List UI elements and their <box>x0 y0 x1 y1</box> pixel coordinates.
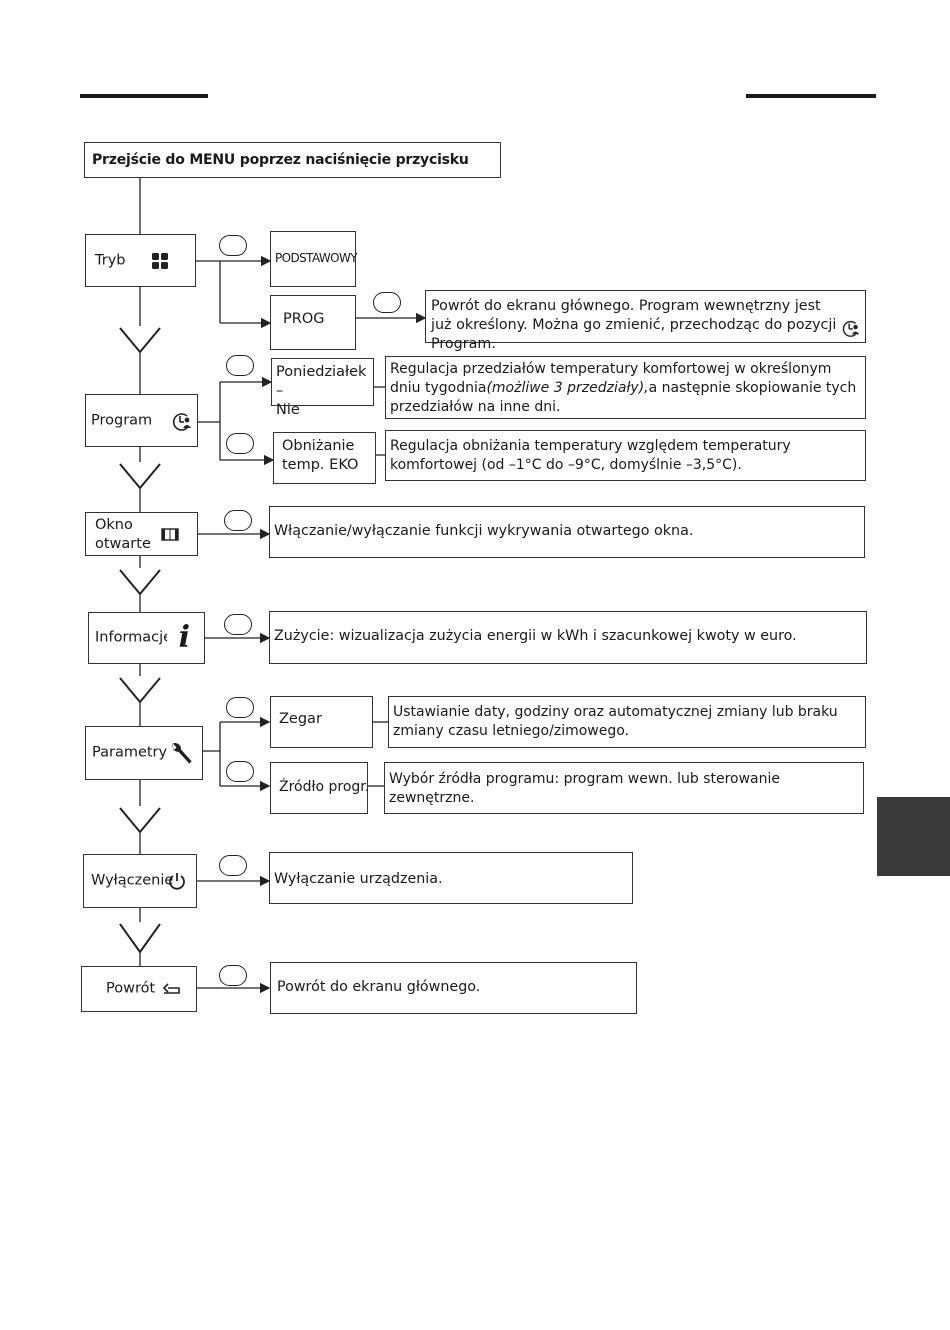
clock-person-icon <box>172 412 191 431</box>
menu-item-tryb: Tryb <box>85 234 196 287</box>
menu-item-okno: Okno otwarte <box>85 512 198 556</box>
option-zegar: Zegar <box>270 696 373 748</box>
desc-poniedzialek: Regulacja przedziałów temperatury komfor… <box>385 356 866 419</box>
desc-obnizanie: Regulacja obniżania temperatury względem… <box>385 430 866 481</box>
desc-zegar-text: Ustawianie daty, godziny oraz automatycz… <box>393 704 838 739</box>
desc-prog-text: Powrót do ekranu głównego. Program wewnę… <box>431 298 837 352</box>
menu-item-parametry: Parametry <box>85 726 203 780</box>
menu-item-informacje: Informacje i <box>88 612 205 664</box>
desc-powrot: Powrót do ekranu głównego. <box>270 962 637 1014</box>
desc-wylaczenie-text: Wyłączanie urządzenia. <box>274 871 443 887</box>
power-icon <box>169 873 185 890</box>
desc-powrot-text: Powrót do ekranu głównego. <box>277 979 481 995</box>
desc-poniedzialek-a: Regulacja przedziałów temperatury komfor… <box>390 361 832 396</box>
option-label-zegar: Zegar <box>279 711 322 727</box>
desc-wylaczenie: Wyłączanie urządzenia. <box>269 852 633 904</box>
menu-label-parametry: Parametry <box>92 744 168 761</box>
menu-entry-text: Przejście do MENU poprzez naciśnięcie pr… <box>92 152 469 168</box>
button-oval-icon <box>219 965 247 986</box>
desc-informacje: Zużycie: wizualizacja zużycia energii w … <box>269 611 867 664</box>
desc-poniedzialek-b: (możliwe 3 przedziały), <box>486 380 649 396</box>
menu-label-informacje: Informacje <box>95 629 167 646</box>
desc-zegar: Ustawianie daty, godziny oraz automatycz… <box>388 696 866 748</box>
option-label-poniedzialek-2: Nie <box>276 402 300 418</box>
four-squares-icon <box>152 252 168 269</box>
button-oval-icon <box>373 292 401 313</box>
option-zrodlo: Źródło progr. <box>270 762 370 814</box>
clock-person-icon <box>842 320 860 337</box>
menu-item-wylaczenie: Wyłączenie <box>83 854 197 908</box>
desc-zrodlo: Wybór źródła programu: program wewn. lub… <box>384 762 864 814</box>
info-icon: i <box>178 620 190 655</box>
option-label-podstawowy: PODSTAWOWY <box>275 251 358 265</box>
menu-label-tryb: Tryb <box>95 252 126 268</box>
menu-label-wylaczenie: Wyłączenie <box>91 872 174 889</box>
menu-label-powrot: Powrót <box>106 980 156 997</box>
option-label-obnizanie-2: temp. EKO <box>282 457 359 473</box>
desc-okno-text: Włączanie/wyłączanie funkcji wykrywania … <box>274 523 694 539</box>
option-label-obnizanie-1: Obniżanie <box>282 438 355 454</box>
desc-okno: Włączanie/wyłączanie funkcji wykrywania … <box>269 506 865 558</box>
option-obnizanie: Obniżanie temp. EKO <box>273 432 376 484</box>
button-oval-icon <box>224 614 252 635</box>
menu-label-okno-line2: otwarte <box>95 536 151 552</box>
desc-poniedzialek-c: a następnie skopiowanie tych przedziałów… <box>390 380 857 415</box>
header-rule-left <box>80 94 208 98</box>
menu-item-program: Program <box>85 394 198 447</box>
button-oval-icon <box>226 697 254 718</box>
menu-item-powrot: Powrót <box>81 966 197 1012</box>
option-prog: PROG <box>270 295 356 350</box>
option-poniedzialek: Poniedziałek – Nie <box>271 358 374 418</box>
button-oval-icon <box>219 855 247 876</box>
wrench-icon <box>172 743 192 764</box>
option-label-poniedzialek-1: Poniedziałek – <box>276 364 367 399</box>
option-label-zrodlo: Źródło progr. <box>279 779 370 795</box>
desc-obnizanie-text: Regulacja obniżania temperatury względem… <box>390 438 791 473</box>
desc-informacje-text: Zużycie: wizualizacja zużycia energii w … <box>274 628 797 644</box>
option-label-prog: PROG <box>283 311 325 327</box>
button-oval-icon <box>226 761 254 782</box>
header-rule-right <box>746 94 876 98</box>
side-tab <box>877 797 950 876</box>
button-oval-icon <box>224 510 252 531</box>
desc-prog: Powrót do ekranu głównego. Program wewnę… <box>425 290 866 352</box>
return-arrow-icon <box>162 983 180 994</box>
option-podstawowy: PODSTAWOWY <box>270 231 358 287</box>
button-oval-icon <box>219 235 247 256</box>
menu-label-okno-line1: Okno <box>95 517 133 533</box>
window-icon <box>161 528 179 541</box>
button-oval-icon <box>226 433 254 454</box>
menu-entry-box: Przejście do MENU poprzez naciśnięcie pr… <box>84 142 501 178</box>
desc-zrodlo-text: Wybór źródła programu: program wewn. lub… <box>389 771 781 806</box>
menu-label-program: Program <box>91 412 153 428</box>
button-oval-icon <box>226 355 254 376</box>
